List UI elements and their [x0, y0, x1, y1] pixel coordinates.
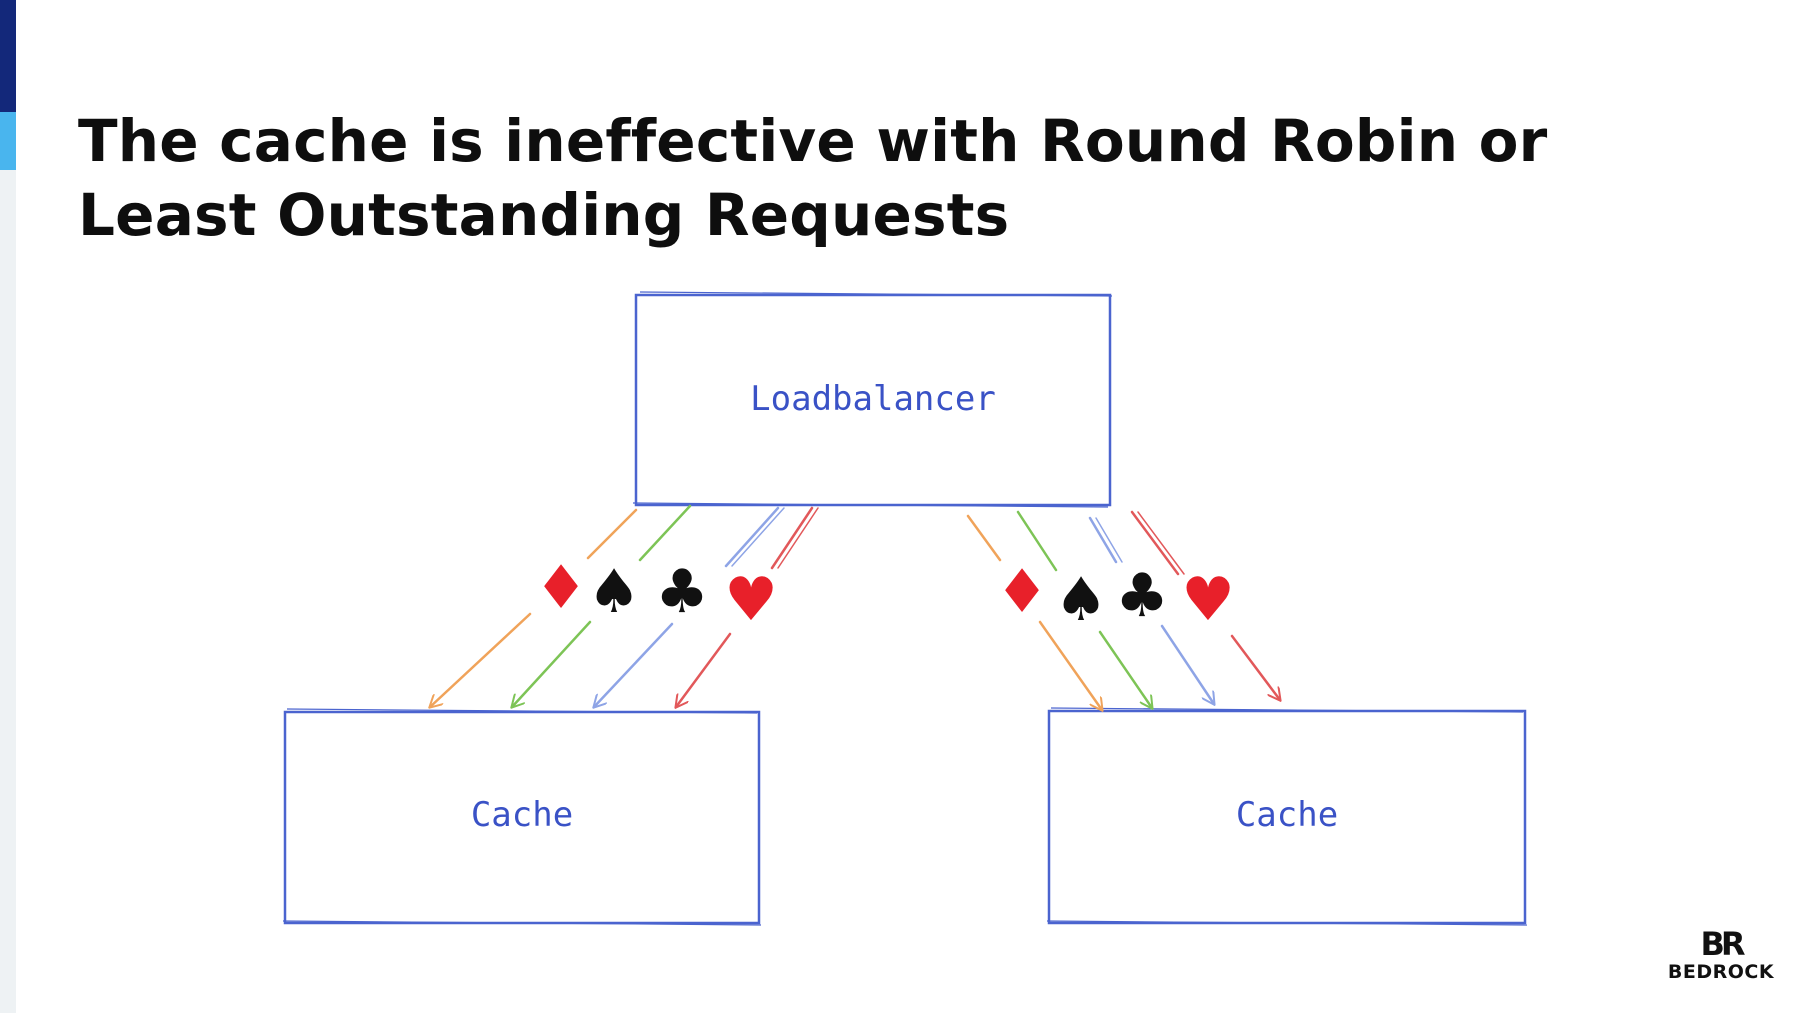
arrow-right-blue-top-2: [1095, 517, 1123, 563]
arrow-right-red: [1230, 634, 1280, 700]
arrow-right-green: [1098, 630, 1152, 708]
logo-mark: BR: [1700, 925, 1745, 963]
diamond-icon: ♦: [534, 553, 588, 623]
spade-icon: ♠: [1054, 565, 1108, 635]
arrow-left-green: [512, 620, 592, 707]
arrow-left-green-top: [638, 504, 692, 562]
accent-bar-gutter: [0, 170, 16, 1013]
arrow-left-blue-top-2: [731, 507, 785, 567]
right-request-suits: ♦ ♠ ♣ ♥: [995, 557, 1235, 635]
spade-icon: ♠: [587, 557, 641, 627]
heart-icon: ♥: [724, 565, 778, 635]
arrow-left-blue-top: [724, 506, 780, 568]
bedrock-logo: BR BEDROCK: [1666, 927, 1776, 983]
club-icon: ♣: [655, 557, 709, 627]
arrow-left-orange: [430, 612, 532, 707]
loadbalancer-label: Loadbalancer: [750, 379, 996, 419]
right-arrows: [966, 510, 1280, 710]
arrow-right-blue-top: [1088, 516, 1118, 564]
cache-box-left: Cache: [282, 708, 762, 926]
arrow-right-green-top: [1016, 510, 1058, 572]
arrow-left-blue: [594, 622, 674, 707]
accent-bar-dark: [0, 0, 16, 112]
cache-label-left: Cache: [471, 795, 573, 835]
heart-icon: ♥: [1181, 565, 1235, 635]
arrow-right-orange: [1038, 620, 1102, 710]
left-arrows: [430, 504, 819, 707]
diamond-icon: ♦: [995, 557, 1049, 627]
arrow-left-red: [676, 632, 732, 707]
accent-bar-light: [0, 112, 16, 170]
arrow-right-red-top-2: [1137, 511, 1185, 575]
slide-title: The cache is ineffective with Round Robi…: [78, 107, 1548, 249]
cache-label-right: Cache: [1236, 795, 1338, 835]
arrow-right-red-top: [1130, 510, 1180, 576]
left-request-suits: ♦ ♠ ♣ ♥: [534, 553, 778, 635]
arrow-left-red-top-2: [777, 507, 819, 569]
logo-text: BEDROCK: [1667, 961, 1775, 983]
club-icon: ♣: [1115, 561, 1169, 631]
arrow-left-orange-top: [586, 508, 638, 560]
loadbalancer-box: Loadbalancer: [632, 291, 1113, 508]
arrow-left-red-top: [770, 506, 814, 570]
arrow-right-orange-top: [966, 514, 1002, 562]
arrow-right-blue: [1160, 624, 1214, 704]
cache-box-right: Cache: [1046, 707, 1528, 926]
